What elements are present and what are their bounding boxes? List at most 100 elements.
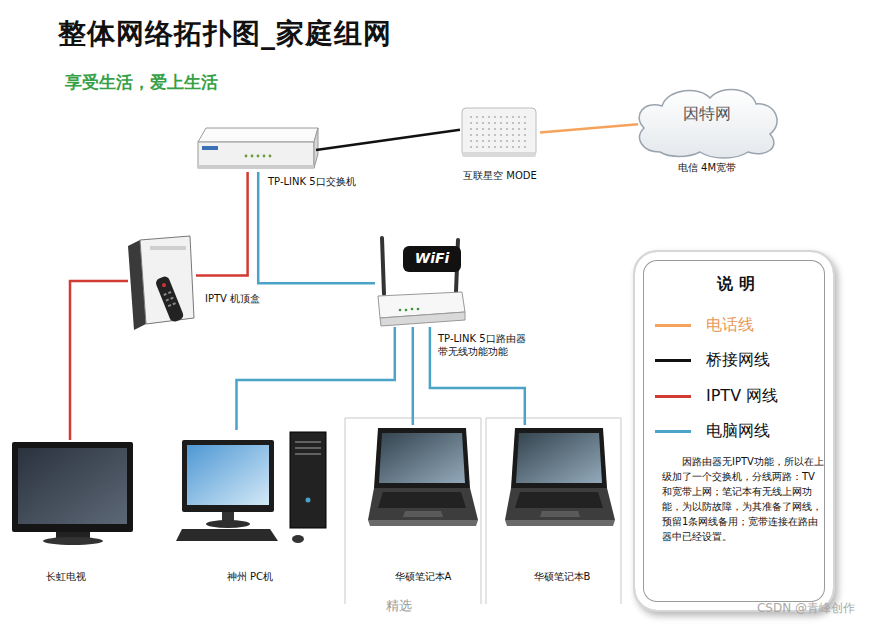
router-drawing bbox=[399, 308, 420, 312]
device-label: 神州 PC机 bbox=[227, 571, 273, 584]
tv-drawing bbox=[12, 442, 133, 532]
pc-drawing bbox=[206, 520, 250, 528]
legend-note: 因路由器无IPTV功能，所以在上级加了一个交换机，分线两路：TV和宽带上网；笔记… bbox=[662, 454, 824, 544]
iptv-box-drawing bbox=[172, 302, 176, 305]
pc-drawing bbox=[306, 498, 311, 503]
laptop-node: 华硕笔记本A bbox=[368, 425, 478, 527]
laptop-b-drawing bbox=[505, 428, 615, 526]
pc-node: 神州 PC机 bbox=[178, 430, 328, 546]
iptv-box-drawing bbox=[170, 297, 174, 300]
iptv-box-drawing bbox=[161, 283, 166, 288]
iptv-box-drawing bbox=[168, 304, 172, 307]
router-drawing bbox=[378, 238, 465, 326]
legend-text: IPTV 网线 bbox=[706, 386, 778, 406]
router-node: TP-LINK 5口路由器 带无线功能功能 bbox=[375, 232, 465, 327]
switch-drawing bbox=[257, 155, 260, 158]
laptop-frames bbox=[486, 418, 621, 604]
switch-drawing bbox=[263, 155, 266, 158]
tv-node: 长虹电视 bbox=[10, 440, 135, 546]
device-label: 电信 4M宽带 bbox=[678, 162, 736, 175]
switch-drawing bbox=[314, 128, 318, 168]
pc-drawing bbox=[176, 529, 278, 541]
modem-drawing bbox=[468, 114, 530, 150]
pc-drawing bbox=[295, 453, 321, 455]
iptv-box-drawing bbox=[168, 291, 172, 294]
pc-drawing bbox=[176, 432, 326, 543]
pc-drawing bbox=[295, 441, 321, 443]
switch-drawing bbox=[198, 128, 318, 169]
diagram-title: 整体网络拓扑图_家庭组网 bbox=[58, 16, 392, 51]
tv-drawing bbox=[18, 448, 127, 524]
network-cable bbox=[196, 172, 248, 276]
legend-heading: 说 明 bbox=[717, 274, 755, 294]
internet-cloud-node: 因特网电信 4M宽带 bbox=[638, 88, 776, 154]
pc-drawing bbox=[292, 535, 304, 543]
legend-swatch bbox=[655, 430, 691, 433]
watermark: CSDN @青峰创作 bbox=[757, 601, 855, 616]
iptv-box-drawing bbox=[150, 246, 186, 250]
tv-drawing bbox=[43, 537, 103, 545]
legend-swatch bbox=[655, 324, 691, 327]
modem-node: 互联星空 MODE bbox=[460, 105, 540, 160]
cloud-drawing bbox=[639, 89, 777, 158]
legend-swatch bbox=[655, 395, 691, 398]
switch-drawing bbox=[198, 128, 318, 142]
laptop-node: 华硕笔记本B bbox=[505, 425, 615, 527]
switch-drawing bbox=[245, 155, 272, 158]
router-drawing bbox=[417, 308, 420, 311]
router-drawing bbox=[380, 312, 465, 326]
modem-drawing bbox=[462, 108, 536, 156]
modem-drawing bbox=[462, 152, 536, 157]
router-drawing bbox=[382, 238, 384, 294]
iptv-box-node: IPTV 机顶盒 bbox=[128, 235, 196, 327]
device-label: 互联星空 MODE bbox=[463, 170, 537, 183]
device-label: 长虹电视 bbox=[46, 571, 86, 584]
network-cable bbox=[70, 281, 128, 440]
network-cable bbox=[540, 124, 638, 132]
pc-drawing bbox=[187, 445, 269, 505]
iptv-box-drawing bbox=[163, 291, 176, 307]
legend-swatch bbox=[655, 359, 691, 362]
switch-drawing bbox=[251, 155, 254, 158]
pc-drawing bbox=[290, 432, 326, 528]
iptv-box-drawing bbox=[155, 275, 185, 323]
switch-drawing bbox=[198, 165, 314, 169]
device-label: IPTV 机顶盒 bbox=[205, 293, 260, 306]
router-drawing bbox=[411, 308, 414, 311]
network-cable bbox=[316, 130, 460, 150]
router-drawing bbox=[403, 246, 461, 272]
device-label: 华硕笔记本B bbox=[534, 571, 591, 584]
laptop-frames bbox=[345, 418, 481, 604]
switch-drawing bbox=[245, 155, 248, 158]
router-drawing bbox=[399, 309, 402, 312]
network-cable bbox=[412, 327, 415, 425]
iptv-box-drawing bbox=[166, 299, 170, 302]
device-label: TP-LINK 5口路由器 带无线功能功能 bbox=[438, 333, 533, 358]
legend-text: 电话线 bbox=[706, 315, 754, 335]
network-cable bbox=[258, 172, 375, 283]
legend-text: 桥接网线 bbox=[706, 350, 770, 370]
iptv-box-drawing bbox=[155, 275, 185, 323]
switch-drawing bbox=[269, 155, 272, 158]
router-drawing bbox=[405, 309, 408, 312]
subtitle: 享受生活，爱上生活 bbox=[65, 72, 218, 93]
device-label: TP-LINK 5口交换机 bbox=[268, 176, 356, 189]
switch-drawing bbox=[202, 146, 218, 150]
pc-drawing bbox=[295, 447, 321, 449]
tv-drawing bbox=[12, 442, 133, 545]
wifi-logo-text: WiFi bbox=[415, 250, 450, 268]
iptv-box-drawing bbox=[128, 236, 194, 330]
laptop-a-drawing bbox=[368, 428, 478, 526]
switch-drawing bbox=[198, 142, 314, 168]
network-cable bbox=[237, 327, 395, 430]
modem-drawing bbox=[462, 108, 536, 157]
pc-drawing bbox=[295, 442, 321, 454]
legend-text: 电脑网线 bbox=[706, 421, 770, 441]
tag-text: 精选 bbox=[386, 598, 412, 614]
laptop-frames bbox=[345, 418, 621, 604]
pc-drawing bbox=[182, 440, 274, 512]
device-label: 华硕笔记本A bbox=[395, 571, 452, 584]
switch-node: TP-LINK 5口交换机 bbox=[198, 128, 316, 172]
cloud-label: 因特网 bbox=[683, 104, 731, 124]
